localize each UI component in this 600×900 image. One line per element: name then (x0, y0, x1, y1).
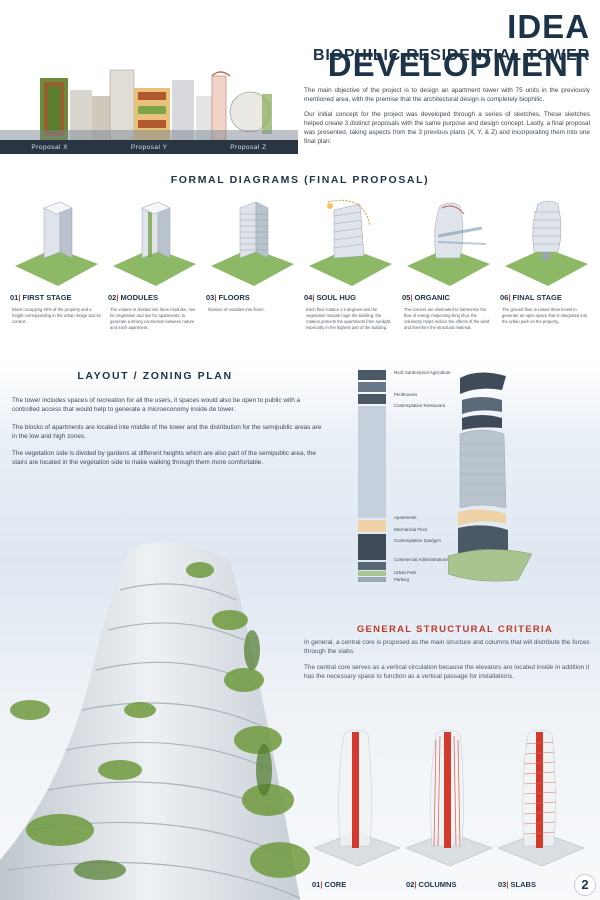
structure-core-label: 01| CORE (312, 880, 347, 889)
structural-criteria-text: In general, a central core is proposed a… (304, 638, 590, 687)
structure-core-diagram (313, 729, 401, 867)
layout-zoning-title: LAYOUT / ZONING PLAN (77, 370, 233, 382)
formal-diagrams-title: FORMAL DIAGRAMS (FINAL PROPOSAL) (170, 174, 430, 186)
stage-3-label: 03| FLOORS (206, 293, 250, 302)
structure-columns-diagram (405, 729, 493, 867)
layout-paragraph-1: The tower includes spaces of recreation … (12, 397, 301, 414)
stage-4-description: Each floor rotates 1.5 degrees and the v… (306, 307, 392, 330)
proposal-y-label: Proposal Y (130, 143, 168, 151)
zone-label-commercial: Commercial Administration/coffee (394, 557, 460, 562)
page-number: 2 (574, 874, 596, 896)
stage-6-diagram (505, 200, 588, 286)
stage-6-label: 06| FINAL STAGE (500, 293, 562, 302)
stage-2-description: The volume is divided into three modules… (110, 307, 196, 330)
proposal-z-label: Proposal Z (230, 143, 267, 151)
intro-paragraph-1: The main objective of the project is to … (304, 87, 590, 104)
zone-label-spa-gym: Contemplation Spa/gym (394, 538, 441, 543)
intro-paragraph-2: Our initial concept for the project was … (304, 110, 590, 146)
tower-render-image (0, 542, 310, 900)
stage-2-label: 02| MODULES (108, 293, 159, 302)
zone-label-contemplation-restaurant: Contemplation Restaurant (394, 403, 446, 408)
page-subtitle: BIOPHILIC RESIDENTIAL TOWER (312, 47, 590, 64)
zone-label-roof: Roof Garden/pool Agriculture (394, 370, 451, 375)
structure-columns-label: 02| COLUMNS (406, 880, 457, 889)
intro-text: The main objective of the project is to … (304, 86, 590, 152)
stage-1-label: 01| FIRST STAGE (10, 293, 72, 302)
exploded-tower-axonometric (448, 372, 533, 582)
stage-5-label: 05| ORGANIC (402, 293, 450, 302)
stage-1-diagram (15, 201, 98, 286)
proposal-x-label: Proposal X (31, 143, 69, 151)
page-title: IDEA DEVELOPMENT (327, 8, 590, 83)
layout-zoning-text: The tower includes spaces of recreation … (12, 396, 328, 476)
proposal-sketches-image (0, 60, 298, 154)
zone-label-urban-park: Urban Park (394, 570, 417, 575)
zone-label-parking: Parking (394, 577, 409, 582)
layout-paragraph-2: The blocks of apartments are located int… (12, 423, 322, 440)
stage-2-diagram (113, 201, 196, 286)
proposal-labels-bar: Proposal X Proposal Y Proposal Z (0, 140, 298, 154)
stage-5-diagram (407, 202, 490, 286)
stage-3-description: Division of modules into floors. (208, 307, 265, 312)
structural-paragraph-1: In general, a central core is proposed a… (304, 639, 590, 656)
structural-paragraph-2: The central core serves as a vertical ci… (304, 663, 590, 680)
zone-label-apartments: Apartments (394, 515, 417, 520)
layout-paragraph-3: The vegetation side is divided by garden… (12, 450, 316, 467)
structural-criteria-title: GENERAL STRUCTURAL CRITERIA (356, 624, 554, 635)
stage-4-label: 04| SOUL HUG (304, 293, 356, 302)
structure-slabs-diagram (497, 729, 585, 867)
zone-label-mechanical: Mechanical Floor (394, 527, 428, 532)
stage-6-description: The ground floor is raised three levels … (502, 307, 588, 324)
stage-3-diagram (211, 201, 294, 286)
zoning-section-bar (358, 370, 386, 582)
stage-4-diagram (309, 199, 392, 286)
stage-1-description: Block occupying 40% of the property and … (12, 307, 101, 324)
zone-label-penthouses: Penthouses (394, 392, 418, 397)
structure-slabs-label: 03| SLABS (498, 880, 536, 889)
stage-5-description: The corners are eliminated to harmonize … (404, 307, 490, 330)
